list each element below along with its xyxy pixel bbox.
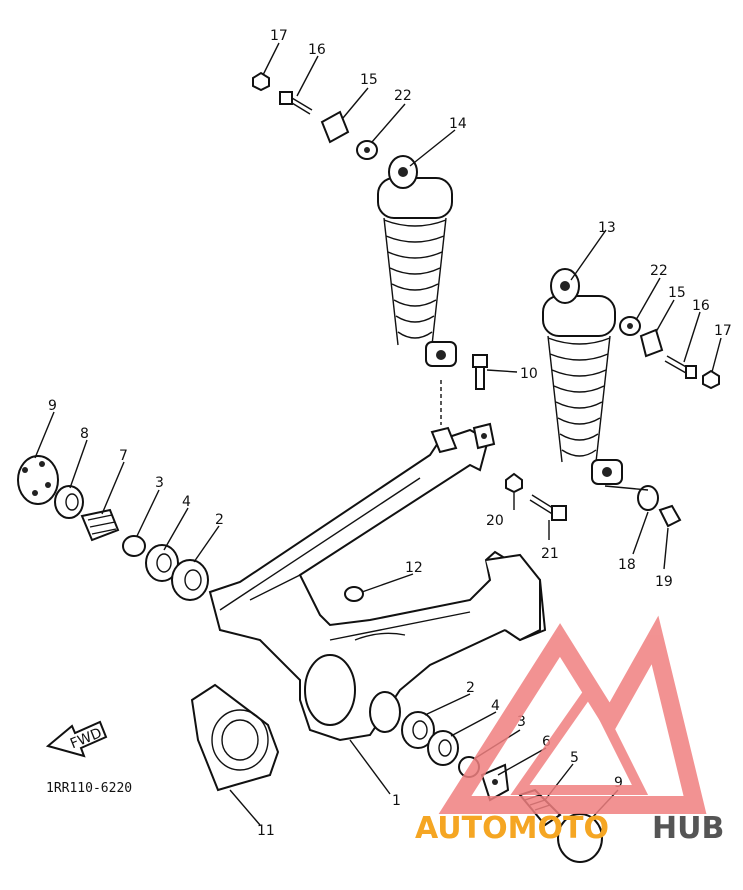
callout-16-left: 16 [308, 42, 326, 58]
bearing-2-left [171, 559, 209, 601]
pivot-shaft-7 [80, 508, 120, 542]
bushing-15-left [320, 110, 350, 144]
callout-18: 18 [618, 557, 636, 573]
callout-1: 1 [392, 793, 401, 809]
callout-17-right: 17 [714, 323, 732, 339]
bolt-10 [472, 354, 488, 390]
callout-10: 10 [520, 366, 538, 382]
bearing-4-left [145, 544, 179, 582]
callout-16-right: 16 [692, 298, 710, 314]
bolt-16-right [664, 355, 697, 379]
oil-seal-8 [54, 485, 84, 519]
watermark-text-left: AUTOMOTO [415, 811, 609, 846]
washer-22-left [356, 140, 378, 160]
fwd-arrow-icon: FWD [45, 720, 108, 758]
callout-22-right: 22 [650, 263, 668, 279]
callout-19: 19 [655, 574, 673, 590]
collar-3-left [122, 535, 146, 557]
washer-18 [637, 485, 659, 511]
shock-absorber-right [542, 268, 623, 485]
callout-15-left: 15 [360, 72, 378, 88]
collar-19 [658, 504, 682, 528]
cap-12 [344, 586, 364, 602]
chain-case-11 [190, 683, 280, 792]
callout-17-left: 17 [270, 28, 288, 44]
bearing-4-right [427, 730, 459, 766]
callout-8: 8 [80, 426, 89, 442]
watermark-logo [438, 615, 707, 814]
callout-21: 21 [541, 546, 559, 562]
callout-2-right: 2 [466, 680, 475, 696]
bolt-21 [529, 494, 567, 521]
callout-numbers: 17 16 15 22 14 13 22 15 16 17 10 12 9 8 … [48, 28, 732, 839]
callout-9-right: 9 [614, 775, 623, 791]
washer-22-right [619, 316, 641, 336]
callout-7: 7 [119, 448, 128, 464]
callout-3-left: 3 [155, 475, 164, 491]
callout-5: 5 [570, 750, 579, 766]
callout-12: 12 [405, 560, 423, 576]
callout-13: 13 [598, 220, 616, 236]
nut-17-right [702, 369, 720, 390]
shock-absorber-left [377, 155, 457, 367]
nut-20 [505, 472, 523, 494]
callout-3-right: 3 [517, 714, 526, 730]
part-code: 1RR110-6220 [46, 781, 132, 796]
swing-arm [208, 422, 547, 742]
watermark-text-right: HUB [652, 811, 724, 846]
nut-17-left [252, 71, 270, 92]
callout-22-left: 22 [394, 88, 412, 104]
callout-9-left: 9 [48, 398, 57, 414]
callout-20: 20 [486, 513, 504, 529]
callout-4-right: 4 [491, 698, 500, 714]
callout-2-left: 2 [215, 512, 224, 528]
callout-14: 14 [449, 116, 467, 132]
callout-6: 6 [542, 734, 551, 750]
bearing-2-right [401, 711, 435, 749]
cap-9-left [17, 455, 59, 505]
callout-4-left: 4 [182, 494, 191, 510]
callout-11: 11 [257, 823, 275, 839]
bolt-16-left [279, 91, 313, 115]
bushing-15-right [639, 328, 664, 358]
callout-15-right: 15 [668, 285, 686, 301]
